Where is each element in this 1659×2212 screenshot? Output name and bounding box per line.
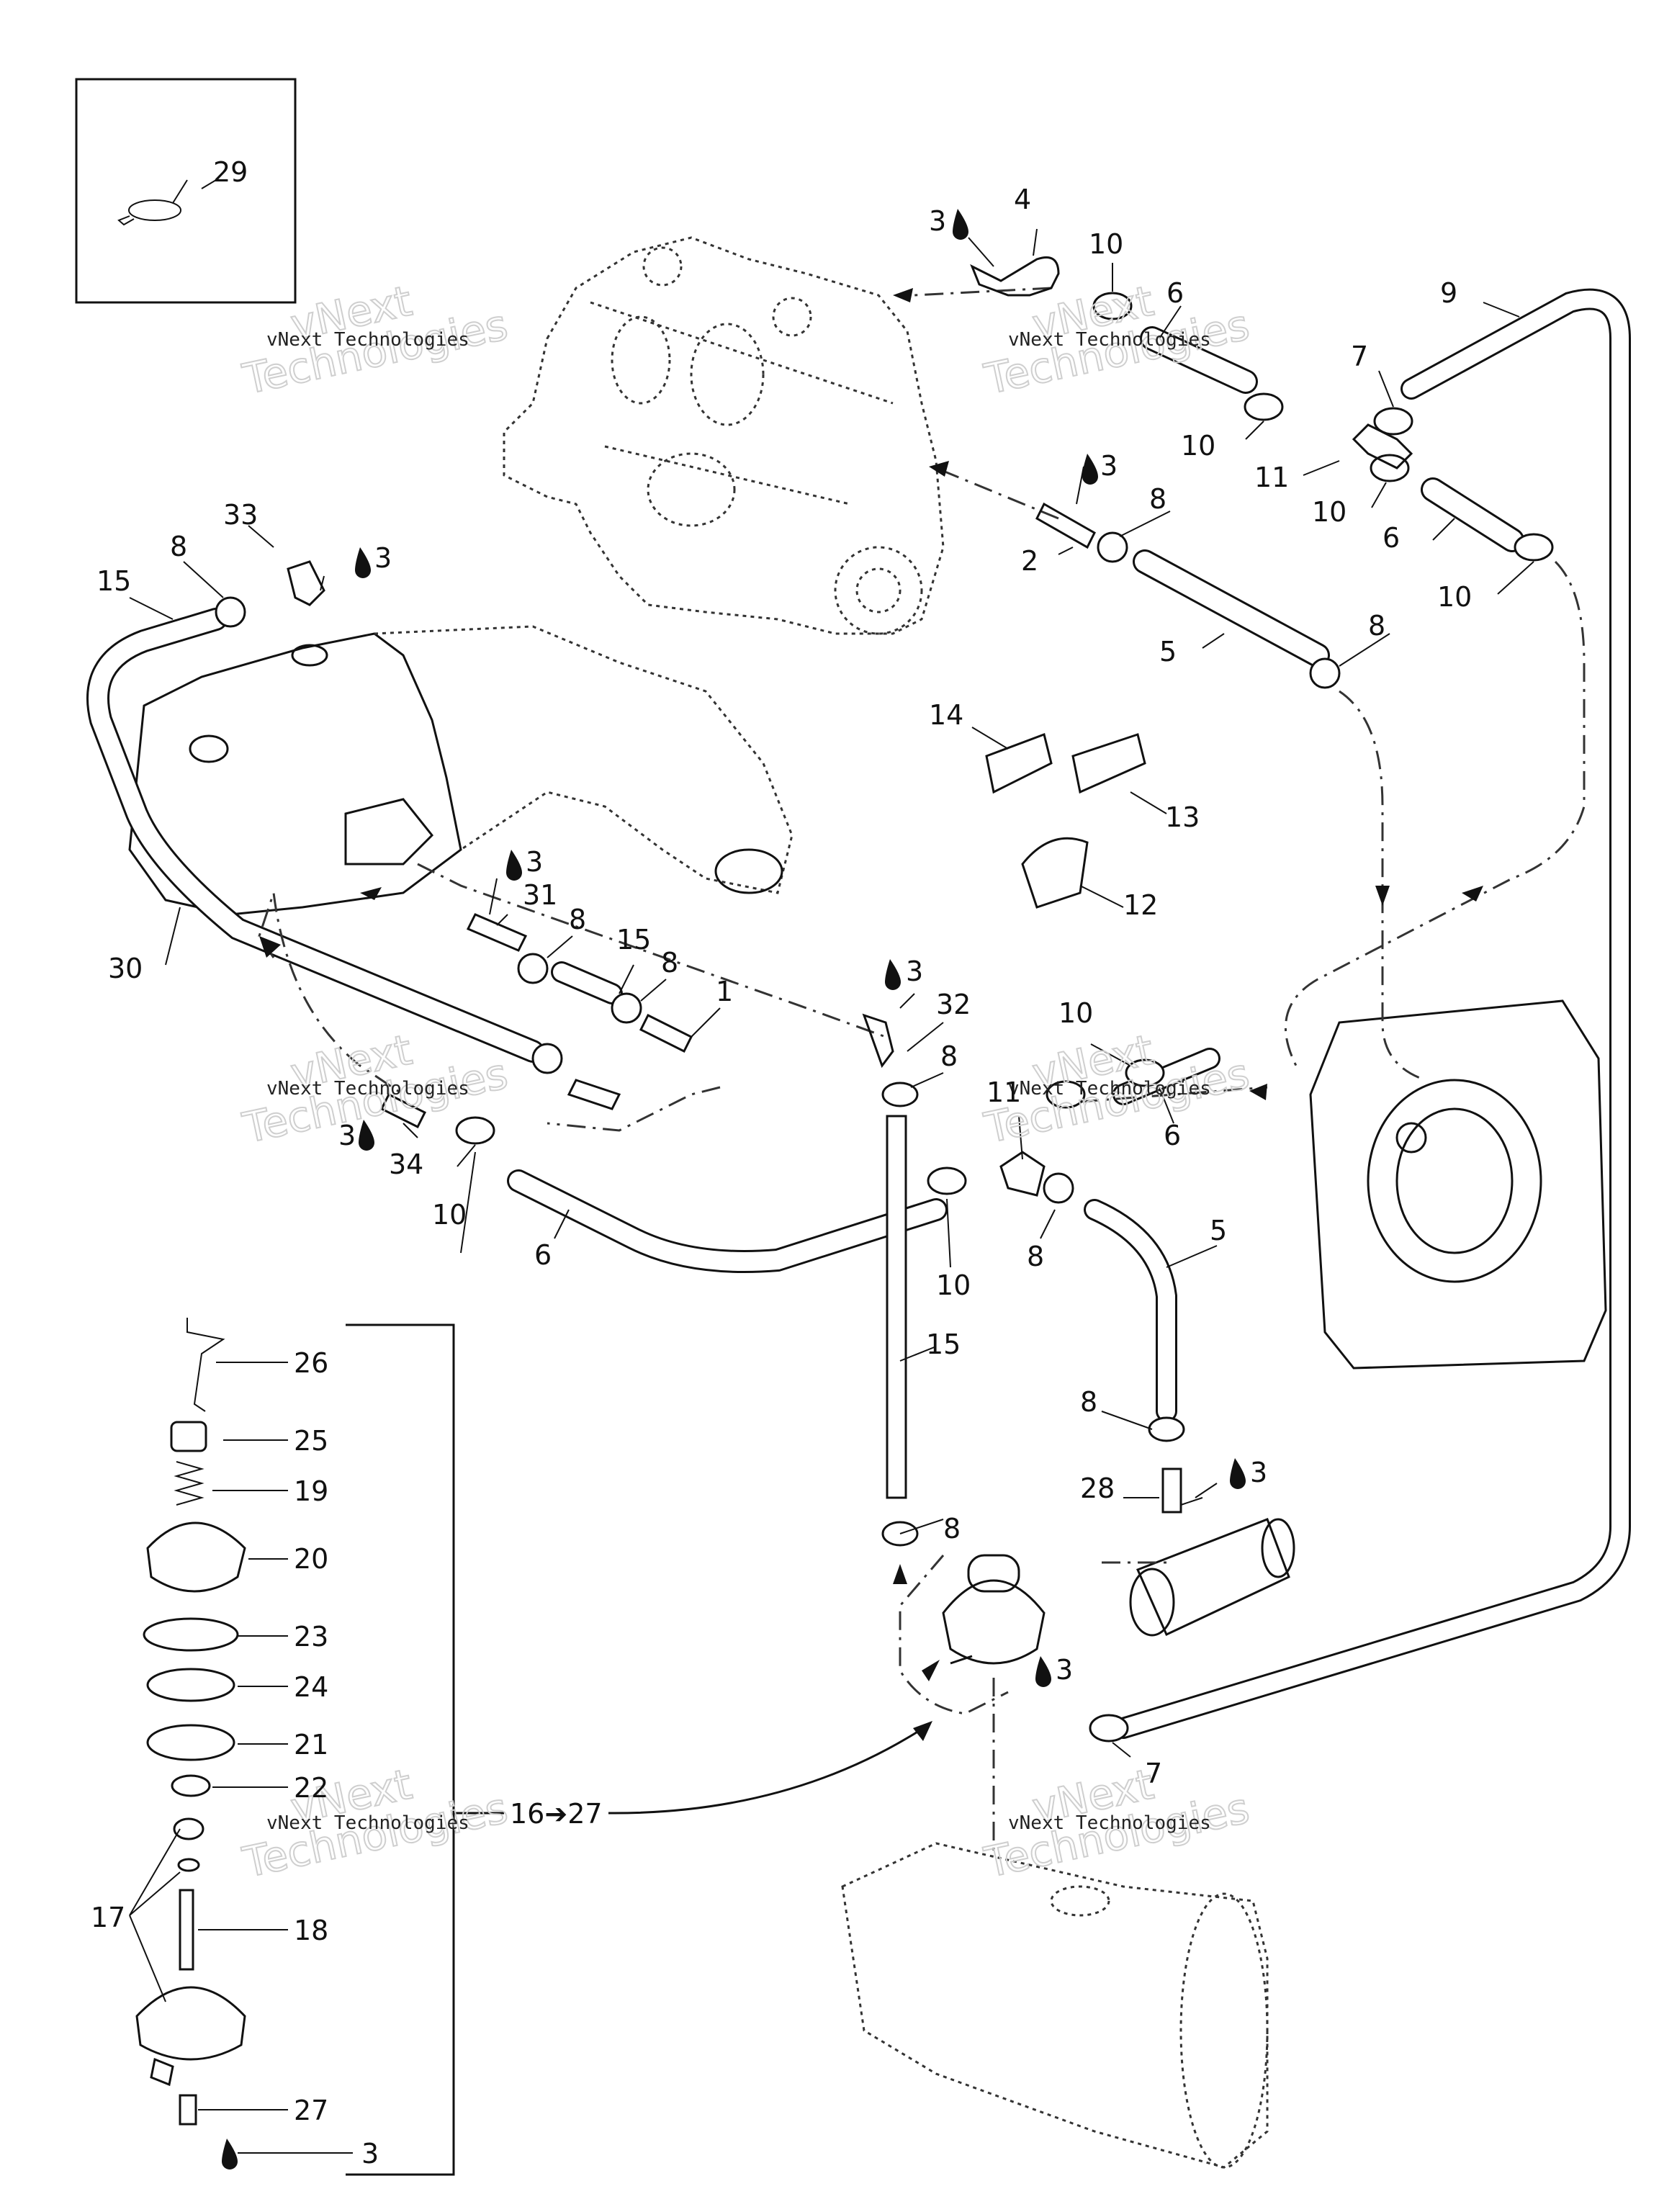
reservoir	[942, 1554, 1046, 1665]
muffler	[841, 1842, 1269, 2169]
label-7: 7	[1351, 341, 1368, 372]
label-20: 20	[294, 1543, 328, 1575]
jet-pump-housing	[128, 625, 793, 916]
label-10: 10	[1312, 496, 1346, 528]
label-8: 8	[1080, 1386, 1097, 1418]
label-15: 15	[926, 1328, 961, 1360]
clips	[985, 733, 1146, 909]
label-3: 3	[374, 542, 392, 574]
label-10: 10	[936, 1269, 971, 1301]
label-19: 19	[294, 1475, 328, 1507]
label-8: 8	[940, 1040, 958, 1072]
label-18: 18	[294, 1915, 328, 1946]
label-15: 15	[616, 924, 651, 956]
clamp-29-icon	[117, 179, 188, 226]
label-5: 5	[1159, 636, 1177, 667]
label-33: 33	[223, 499, 258, 531]
watermark-text-5: vNext Technologies	[266, 1812, 469, 1834]
label-11: 11	[1254, 462, 1289, 493]
hose-15-vertical	[886, 1115, 907, 1499]
part-labels: 29 3 4 10 6 9 7 10 11 10 6 10 3 8 2 5 8 …	[91, 156, 1472, 2170]
inset-box	[75, 78, 297, 304]
drop-icons	[222, 209, 1246, 2170]
label-4: 4	[1014, 184, 1031, 215]
label-8: 8	[1368, 610, 1385, 642]
label-8: 8	[569, 904, 586, 935]
label-6: 6	[1382, 522, 1400, 554]
leader-lines	[129, 179, 1534, 2154]
label-14: 14	[929, 699, 963, 731]
label-27: 27	[294, 2095, 328, 2126]
label-12: 12	[1123, 889, 1158, 921]
label-8: 8	[1027, 1241, 1044, 1272]
label-30: 30	[108, 953, 143, 984]
label-10: 10	[432, 1199, 467, 1231]
label-34: 34	[389, 1148, 423, 1180]
label-8: 8	[661, 947, 678, 979]
hose-9	[1112, 288, 1631, 1739]
label-3: 3	[361, 2138, 379, 2170]
mounting-plate	[1309, 999, 1607, 1370]
label-23: 23	[294, 1621, 328, 1653]
label-3: 3	[929, 205, 946, 237]
kit-bracket	[346, 1323, 455, 2176]
label-3: 3	[338, 1120, 356, 1151]
label-24: 24	[294, 1671, 328, 1703]
label-10: 10	[1437, 581, 1472, 613]
label-25: 25	[294, 1425, 328, 1457]
watermark-text-4: vNext Technologies	[1008, 1078, 1211, 1100]
label-3: 3	[1056, 1654, 1073, 1686]
valve-kit-exploded	[135, 1318, 246, 2126]
fittings	[287, 256, 1413, 1514]
label-16-to-27: 16➔27	[510, 1798, 603, 1830]
label-28: 28	[1080, 1473, 1115, 1504]
label-10: 10	[1058, 997, 1093, 1029]
label-31: 31	[523, 879, 557, 911]
label-3: 3	[1100, 450, 1118, 482]
label-11: 11	[986, 1076, 1021, 1108]
watermark-text-2: vNext Technologies	[1008, 329, 1211, 351]
watermark-text-3: vNext Technologies	[266, 1078, 469, 1100]
label-32: 32	[936, 989, 971, 1020]
label-1: 1	[716, 976, 733, 1007]
label-8: 8	[1149, 483, 1166, 515]
label-17: 17	[91, 1902, 125, 1933]
label-5: 5	[1210, 1215, 1227, 1246]
label-21: 21	[294, 1729, 328, 1761]
label-10: 10	[1089, 228, 1123, 260]
label-8: 8	[943, 1513, 961, 1545]
clamps	[215, 292, 1554, 1743]
label-6: 6	[1164, 1120, 1181, 1151]
label-10: 10	[1181, 430, 1215, 462]
engine-block	[503, 236, 945, 635]
label-2: 2	[1021, 545, 1038, 577]
label-29: 29	[213, 156, 248, 188]
label-15: 15	[96, 565, 131, 597]
strainer	[1129, 1518, 1295, 1637]
watermark-text-1: vNext Technologies	[266, 329, 469, 351]
label-8: 8	[170, 531, 187, 562]
watermark-text-6: vNext Technologies	[1008, 1812, 1211, 1834]
label-26: 26	[294, 1347, 328, 1379]
label-7: 7	[1145, 1758, 1162, 1789]
label-3: 3	[906, 956, 923, 987]
label-13: 13	[1165, 801, 1200, 833]
label-6: 6	[1166, 277, 1184, 309]
label-6: 6	[534, 1239, 552, 1271]
label-9: 9	[1440, 277, 1457, 309]
label-3: 3	[526, 846, 543, 878]
label-22: 22	[294, 1772, 328, 1804]
label-3: 3	[1250, 1457, 1267, 1488]
